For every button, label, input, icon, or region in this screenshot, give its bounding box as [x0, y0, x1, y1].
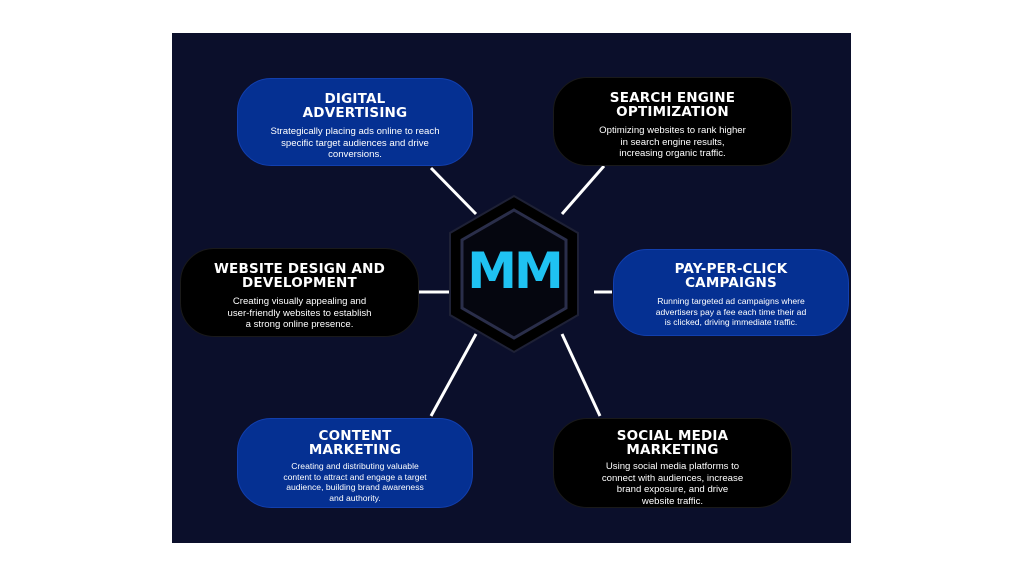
card-description: Creating and distributing valuable conte… — [283, 461, 427, 503]
card-title: DIGITAL ADVERTISING — [302, 91, 408, 121]
card-title: SEARCH ENGINE OPTIMIZATION — [609, 90, 736, 120]
card-digital-advertising: DIGITAL ADVERTISING Strategically placin… — [237, 78, 473, 166]
card-title: PAY-PER-CLICK CAMPAIGNS — [674, 261, 788, 291]
card-description: Creating visually appealing and user-fri… — [227, 296, 372, 330]
logo-hexagon — [449, 194, 579, 354]
card-title: CONTENT MARKETING — [308, 428, 402, 458]
card-description: Running targeted ad campaigns where adve… — [655, 296, 807, 327]
card-seo: SEARCH ENGINE OPTIMIZATION Optimizing we… — [553, 77, 792, 166]
card-description: Optimizing websites to rank higher in se… — [599, 125, 746, 159]
card-ppc: PAY-PER-CLICK CAMPAIGNS Running targeted… — [613, 249, 849, 336]
card-description: Using social media platforms to connect … — [601, 461, 744, 507]
logo-mm: MM — [467, 242, 564, 300]
card-website-design: WEBSITE DESIGN AND DEVELOPMENT Creating … — [180, 248, 419, 337]
card-title: SOCIAL MEDIA MARKETING — [616, 428, 729, 458]
card-social-media: SOCIAL MEDIA MARKETING Using social medi… — [553, 418, 792, 508]
card-description: Strategically placing ads online to reac… — [270, 126, 440, 160]
card-content-marketing: CONTENT MARKETING Creating and distribut… — [237, 418, 473, 508]
hexagon-inner — [460, 208, 568, 340]
card-title: WEBSITE DESIGN AND DEVELOPMENT — [213, 261, 386, 291]
